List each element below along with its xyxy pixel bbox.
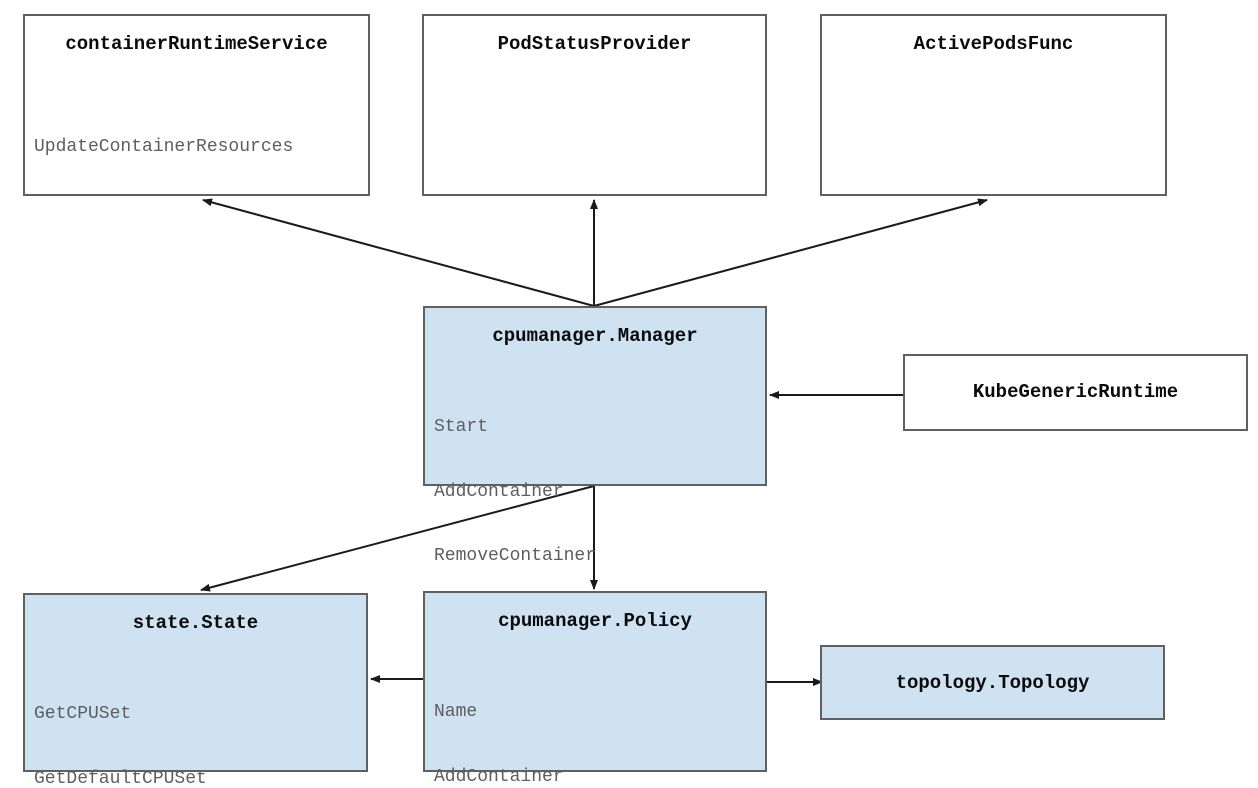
node-title-pod-status-provider: PodStatusProvider	[497, 33, 692, 55]
member-get-cpuset: GetCPUSet	[34, 704, 132, 724]
member-get-default-cpuset: GetDefaultCPUSet	[34, 768, 207, 788]
member-update-container-resources: UpdateContainerResources	[34, 137, 294, 157]
node-title-cpumanager-policy: cpumanager.Policy	[498, 610, 692, 632]
node-title-state-state: state.State	[132, 612, 259, 634]
node-members-container-runtime-service: UpdateContainerResources	[34, 94, 362, 202]
node-cpumanager-policy[interactable]: cpumanager.Policy Name AddContainer Remo…	[423, 591, 767, 787]
node-active-pods-func[interactable]: ActivePodsFunc	[820, 14, 1167, 196]
node-topology-topology[interactable]: topology.Topology	[820, 645, 1165, 720]
node-members-state-state: GetCPUSet GetDefaultCPUSet SetCPUSet Set…	[34, 661, 360, 788]
node-title-cpumanager-manager: cpumanager.Manager	[492, 325, 698, 347]
node-title-container-runtime-service: containerRuntimeService	[65, 33, 328, 55]
edge-manager-to-containerRuntimeService	[202, 198, 595, 307]
node-state-state[interactable]: state.State GetCPUSet GetDefaultCPUSet S…	[23, 593, 368, 788]
node-cpumanager-manager[interactable]: cpumanager.Manager Start AddContainer Re…	[423, 306, 767, 631]
member-add-container: AddContainer	[434, 481, 564, 502]
node-title-active-pods-func: ActivePodsFunc	[913, 33, 1074, 55]
member-name: Name	[434, 702, 478, 722]
edge-manager-to-activePodsFunc	[593, 198, 988, 307]
member-policy-add-container: AddContainer	[434, 766, 564, 787]
member-start: Start	[434, 417, 489, 437]
member-remove-container: RemoveContainer	[434, 546, 597, 566]
node-members-cpumanager-policy: Name AddContainer RemoveContainer	[434, 659, 759, 788]
node-title-kube-generic-runtime: KubeGenericRuntime	[972, 381, 1179, 403]
node-kube-generic-runtime[interactable]: KubeGenericRuntime	[903, 354, 1248, 431]
node-title-topology-topology: topology.Topology	[895, 672, 1090, 694]
node-container-runtime-service[interactable]: containerRuntimeService UpdateContainerR…	[23, 14, 370, 196]
node-pod-status-provider[interactable]: PodStatusProvider	[422, 14, 767, 196]
